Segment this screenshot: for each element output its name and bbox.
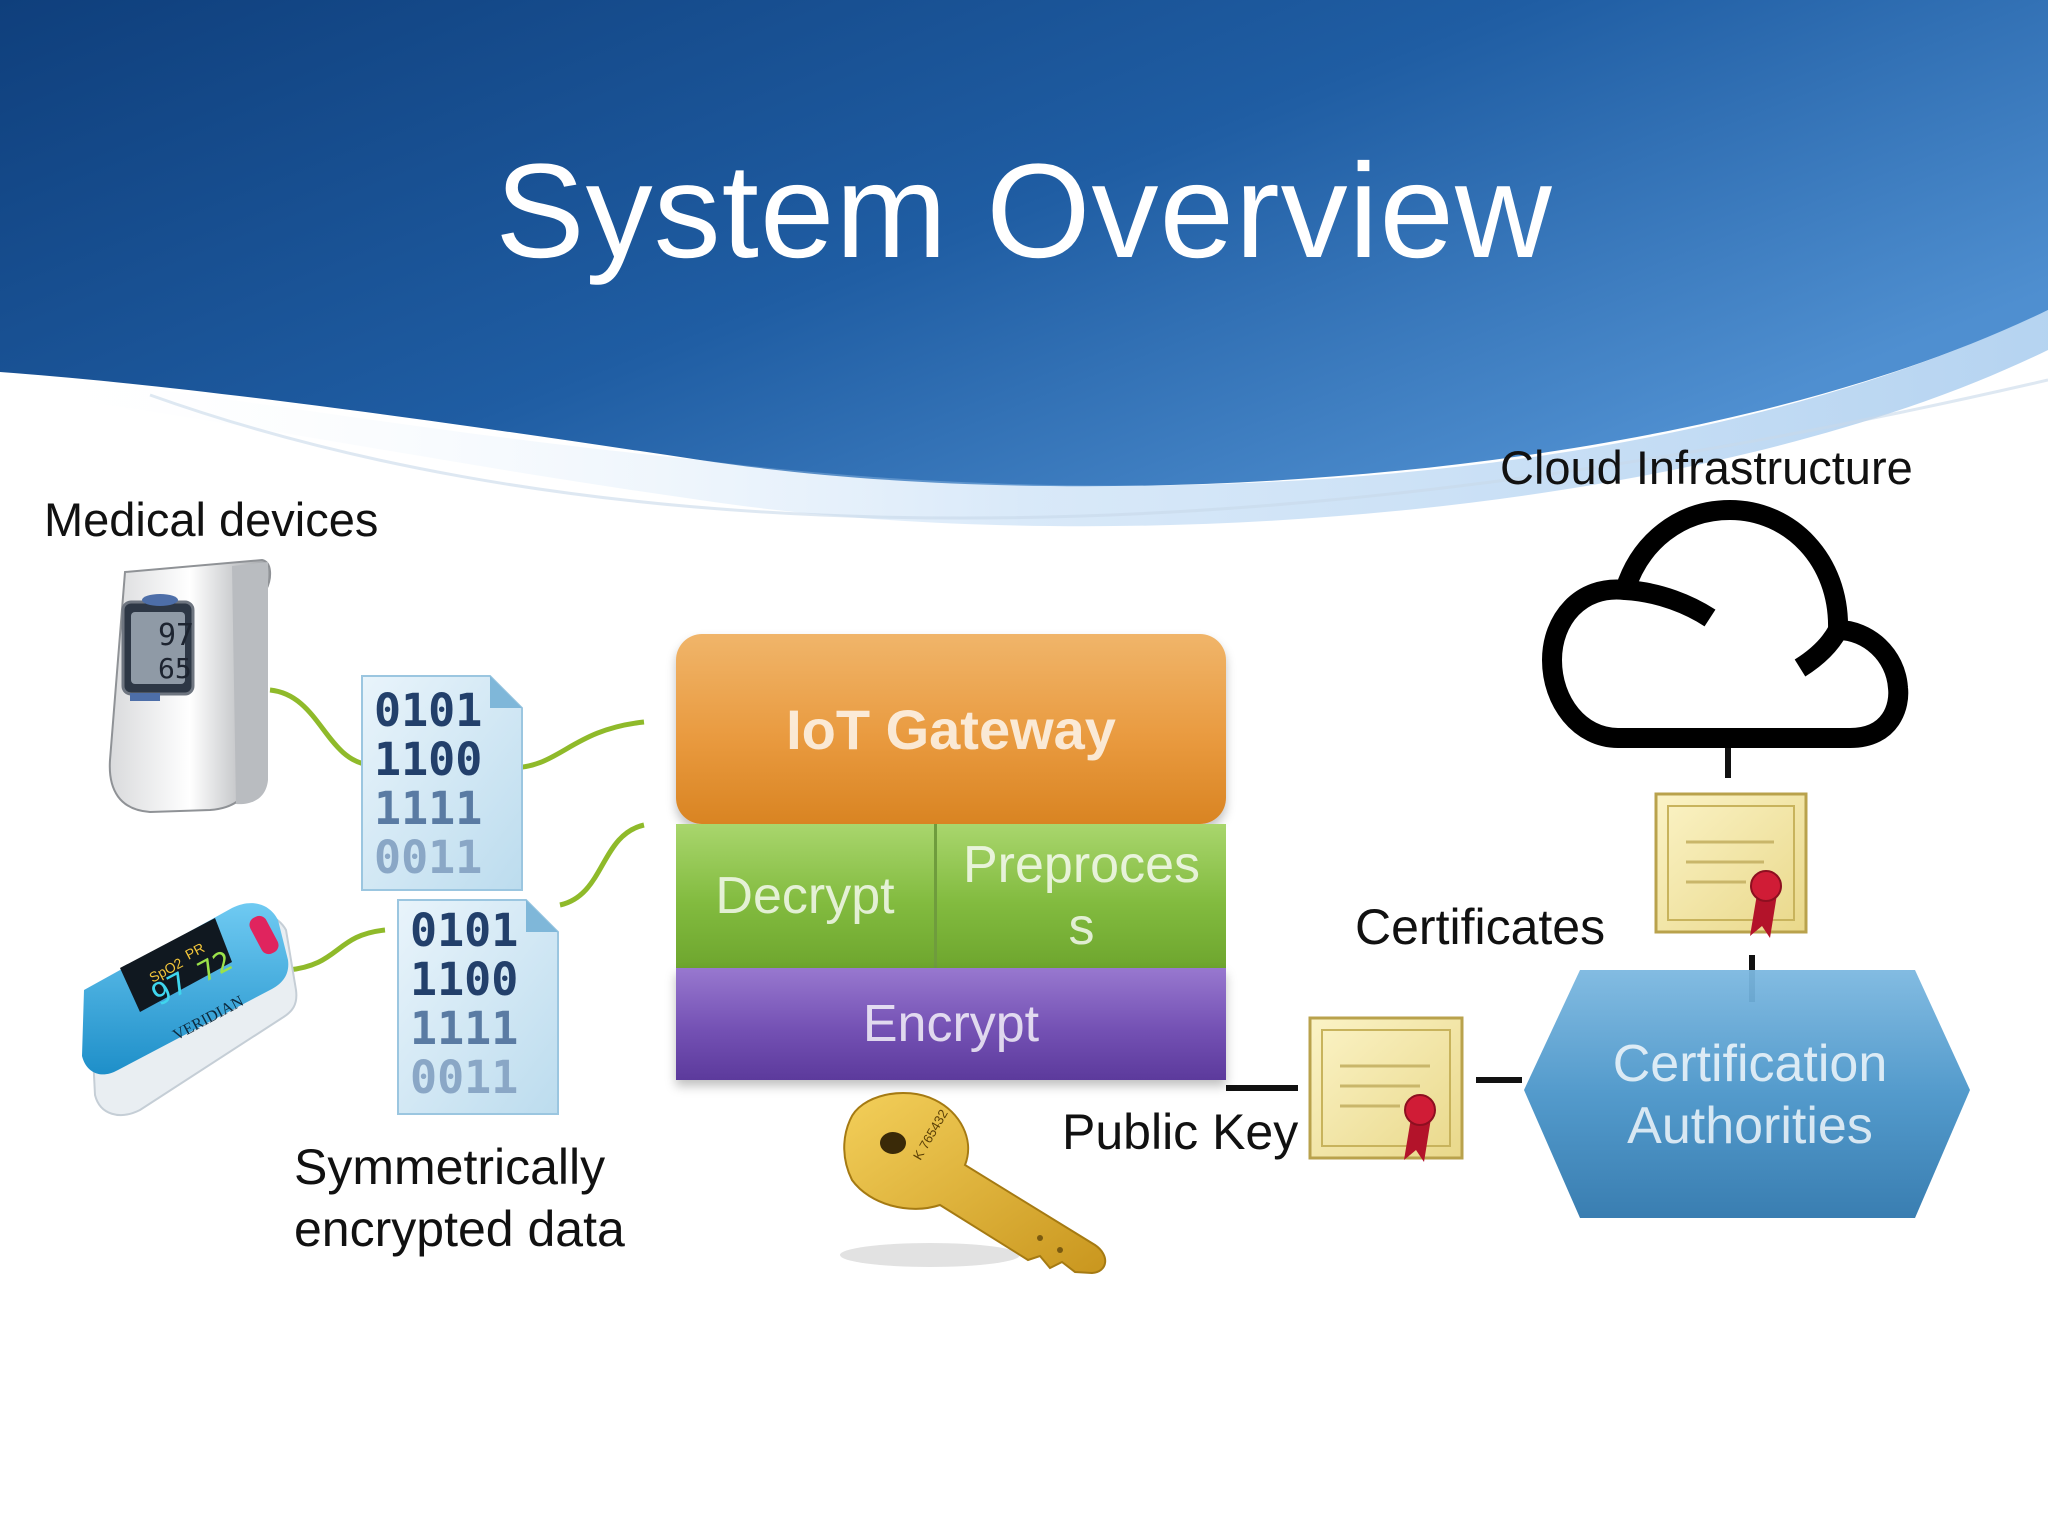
cloud-infrastructure-label: Cloud Infrastructure	[1500, 441, 1913, 494]
certification-authorities-label: Certification Authorities	[1520, 1025, 1980, 1165]
slide-title: System Overview	[495, 137, 1553, 286]
binary-document-1: 0101 1100 1111 0011	[374, 686, 482, 882]
certificate-upper-icon	[1654, 792, 1808, 938]
binary-line: 0011	[410, 1051, 519, 1104]
preprocess-block: Preproces s	[934, 824, 1226, 968]
decrypt-block: Decrypt	[676, 824, 934, 968]
connector-device1-to-data	[269, 687, 371, 768]
symmetric-data-label-line2: encrypted data	[294, 1201, 625, 1257]
public-key-label: Public Key	[1062, 1104, 1299, 1160]
binary-line: 0101	[374, 684, 483, 737]
binary-line: 1100	[374, 733, 483, 786]
connector-data2-to-gateway	[559, 822, 645, 908]
binary-document-2: 0101 1100 1111 0011	[410, 906, 518, 1102]
certificate-lower-icon	[1308, 1016, 1464, 1162]
decrypt-label: Decrypt	[715, 867, 895, 925]
binary-line: 0011	[374, 831, 483, 884]
binary-line: 1100	[410, 953, 519, 1006]
iot-gateway-block: IoT Gateway	[676, 634, 1226, 824]
encrypt-block: Encrypt	[676, 968, 1226, 1080]
certificates-label: Certificates	[1355, 899, 1606, 955]
device1-reading-bottom: 65	[158, 652, 192, 685]
connector-device2-to-data2	[287, 927, 386, 973]
preprocess-label-line1: Preproces	[963, 836, 1200, 894]
binary-line: 0101	[410, 904, 519, 957]
iot-gateway-label: IoT Gateway	[786, 697, 1116, 761]
ca-label-line1: Certification	[1612, 1035, 1888, 1093]
binary-line: 1111	[410, 1002, 519, 1055]
device1-reading-top: 97	[158, 618, 195, 653]
connector-data-to-gateway	[509, 719, 645, 771]
preprocess-label-line2: s	[1068, 898, 1095, 956]
encrypt-label: Encrypt	[862, 995, 1040, 1053]
symmetric-data-label-line1: Symmetrically	[294, 1139, 606, 1195]
medical-devices-label: Medical devices	[44, 493, 379, 546]
binary-line: 1111	[374, 782, 483, 835]
ca-label-line2: Authorities	[1627, 1097, 1873, 1155]
